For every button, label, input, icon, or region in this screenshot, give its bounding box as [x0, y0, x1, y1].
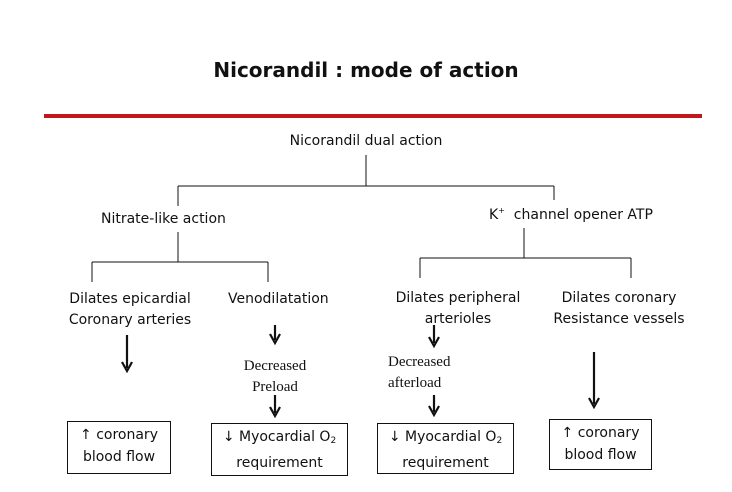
up-arrow-icon: ↑	[80, 427, 92, 443]
node-line: afterload	[388, 375, 442, 391]
subscript-2: 2	[330, 436, 337, 446]
node-line: Decreased	[388, 354, 451, 370]
arrow-head	[121, 361, 133, 374]
result-box-coronary-flow-right: ↑ coronary blood flow	[549, 419, 652, 470]
node-decreased-preload: Decreased Preload	[222, 356, 328, 398]
title-divider	[44, 114, 702, 118]
result-box-coronary-flow-left: ↑ coronary blood flow	[67, 421, 171, 474]
node-line: Dilates coronary	[561, 290, 677, 306]
node-dilates-coronary: Dilates coronary Resistance vessels	[540, 288, 698, 330]
node-decreased-afterload: Decreased afterload	[388, 352, 450, 394]
node-line: Preload	[252, 379, 298, 395]
page-title: Nicorandil : mode of action	[213, 58, 519, 82]
down-arrow-icon: ↓	[222, 429, 235, 445]
result-line: blood flow	[82, 449, 156, 465]
subscript-2: 2	[496, 436, 503, 446]
result-line: blood flow	[564, 447, 637, 463]
result-line: ↑ coronary	[550, 422, 651, 444]
arrow-head	[269, 406, 281, 419]
node-line: Coronary arteries	[68, 312, 192, 328]
arrow-head	[428, 405, 440, 418]
result-box-myocardial-o2-left: ↓ Myocardial O2 requirement	[211, 423, 348, 476]
potassium-symbol: K	[489, 207, 499, 223]
arrow-head	[588, 397, 600, 410]
node-dilates-peripheral: Dilates peripheral arterioles	[380, 288, 536, 330]
result-text: coronary	[96, 427, 158, 443]
result-line: requirement	[402, 455, 489, 471]
result-text: Myocardial O	[405, 429, 497, 445]
root-node: Nicorandil dual action	[289, 133, 443, 149]
node-line: arterioles	[424, 311, 492, 327]
result-line: requirement	[236, 455, 323, 471]
down-arrow-icon: ↓	[388, 429, 401, 445]
result-line: ↓ Myocardial O2	[212, 426, 347, 452]
result-text: coronary	[577, 425, 640, 441]
node-line: Resistance vessels	[553, 311, 685, 327]
branch-k-channel: K+ channel opener ATP	[489, 205, 653, 226]
node-venodilatation: Venodilatation	[228, 291, 329, 307]
result-line: ↑ coronary	[68, 424, 170, 446]
node-line: Dilates peripheral	[395, 290, 521, 306]
arrow-head	[428, 336, 440, 349]
plus-superscript: +	[498, 206, 505, 215]
result-box-myocardial-o2-right: ↓ Myocardial O2 requirement	[377, 423, 514, 474]
result-line: ↓ Myocardial O2	[378, 426, 513, 452]
branch-nitrate-like: Nitrate-like action	[101, 211, 226, 227]
up-arrow-icon: ↑	[561, 425, 574, 441]
result-text: Myocardial O	[239, 429, 331, 445]
branch-k-channel-label: channel opener ATP	[513, 207, 653, 223]
node-dilates-epicardial: Dilates epicardial Coronary arteries	[54, 289, 206, 331]
node-line: Dilates epicardial	[69, 291, 191, 307]
node-line: Decreased	[243, 358, 307, 374]
arrow-head	[269, 333, 281, 346]
